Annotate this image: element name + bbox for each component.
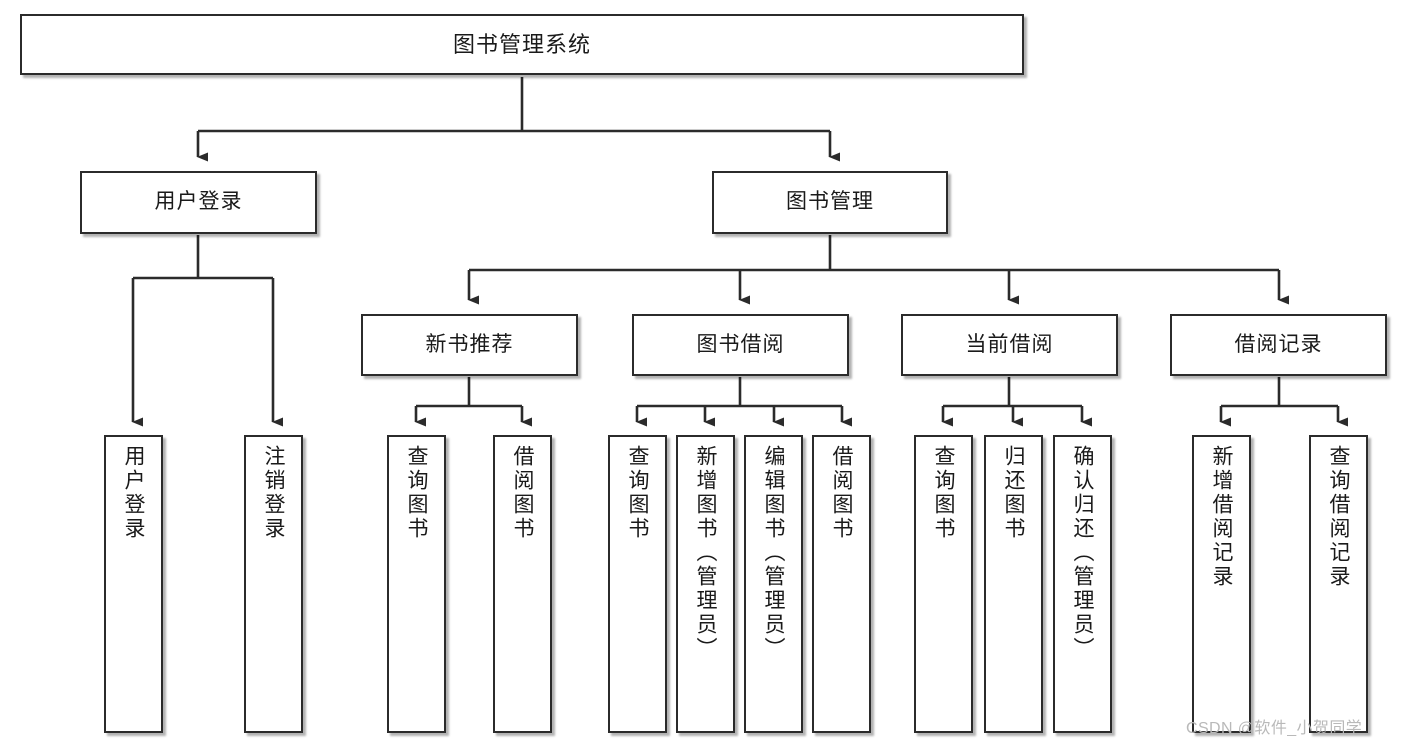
node-leaf-borrow-add-book-admin[interactable]: 新增图书（管理员） <box>676 435 735 733</box>
node-label: 图书管理 <box>786 190 874 214</box>
node-label: 归还图书 <box>1002 445 1025 541</box>
node-current-borrow[interactable]: 当前借阅 <box>901 314 1118 376</box>
node-leaf-borrow-edit-book-admin[interactable]: 编辑图书（管理员） <box>744 435 803 733</box>
node-label: 查询图书 <box>932 445 955 541</box>
node-label: 用户登录 <box>154 190 243 214</box>
node-label: 图书管理系统 <box>452 31 591 57</box>
node-label: 借阅图书 <box>511 445 534 541</box>
node-new-book-recommend[interactable]: 新书推荐 <box>361 314 578 376</box>
node-label: 新书推荐 <box>425 332 514 356</box>
node-label: 查询图书 <box>405 445 428 541</box>
node-label: 新增图书（管理员） <box>694 445 717 661</box>
node-borrow-record[interactable]: 借阅记录 <box>1170 314 1387 376</box>
node-leaf-current-query-book[interactable]: 查询图书 <box>914 435 973 733</box>
node-leaf-recommend-query-book[interactable]: 查询图书 <box>387 435 446 733</box>
node-label: 当前借阅 <box>965 332 1054 356</box>
node-leaf-recommend-borrow-book[interactable]: 借阅图书 <box>493 435 552 733</box>
node-label: 注销登录 <box>262 445 285 541</box>
node-leaf-user-logout[interactable]: 注销登录 <box>244 435 303 733</box>
node-label: 查询借阅记录 <box>1327 445 1350 589</box>
node-label: 用户登录 <box>122 445 145 541</box>
node-leaf-borrow-borrow-book[interactable]: 借阅图书 <box>812 435 871 733</box>
node-label: 图书借阅 <box>696 332 785 356</box>
node-leaf-record-add-record[interactable]: 新增借阅记录 <box>1192 435 1251 733</box>
node-label: 借阅图书 <box>830 445 853 541</box>
node-user-login[interactable]: 用户登录 <box>80 171 317 234</box>
node-label: 确认归还（管理员） <box>1071 445 1094 661</box>
node-leaf-user-login[interactable]: 用户登录 <box>104 435 163 733</box>
node-leaf-record-query-record[interactable]: 查询借阅记录 <box>1309 435 1368 733</box>
node-leaf-borrow-query-book[interactable]: 查询图书 <box>608 435 667 733</box>
node-label: 新增借阅记录 <box>1210 445 1233 589</box>
node-label: 编辑图书（管理员） <box>762 445 785 661</box>
node-label: 查询图书 <box>626 445 649 541</box>
node-leaf-current-return-book[interactable]: 归还图书 <box>984 435 1043 733</box>
node-leaf-current-confirm-return-admin[interactable]: 确认归还（管理员） <box>1053 435 1112 733</box>
node-book-management[interactable]: 图书管理 <box>712 171 948 234</box>
node-label: 借阅记录 <box>1234 332 1323 356</box>
node-book-borrow[interactable]: 图书借阅 <box>632 314 849 376</box>
node-root-system[interactable]: 图书管理系统 <box>20 14 1024 75</box>
csdn-watermark: CSDN @软件_小贺同学 <box>1186 720 1363 737</box>
